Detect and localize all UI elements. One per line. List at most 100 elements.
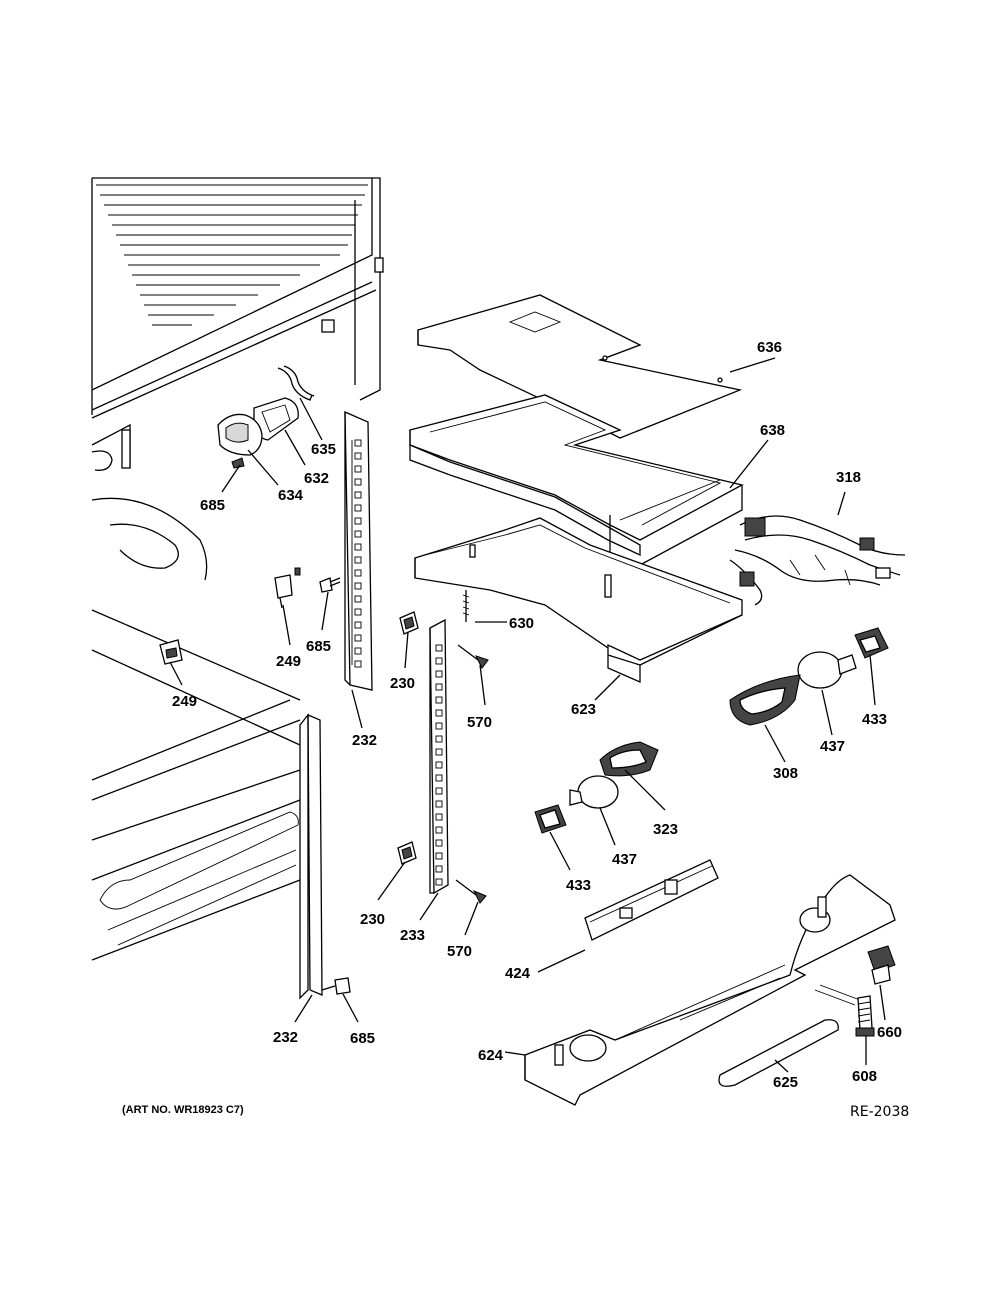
callout-308: 308 xyxy=(773,765,798,782)
callout-623: 623 xyxy=(571,701,596,718)
callout-685-b: 685 xyxy=(306,638,331,655)
part-437-bulb-lower xyxy=(569,775,619,809)
part-232-rail-lower xyxy=(299,713,323,1000)
callout-570-a: 570 xyxy=(467,714,492,731)
callout-608: 608 xyxy=(852,1068,877,1085)
part-623-tray xyxy=(414,517,743,683)
rail-slot xyxy=(354,491,362,499)
rail-slot xyxy=(435,644,443,652)
callout-318: 318 xyxy=(836,469,861,486)
rail-slot xyxy=(354,608,362,616)
part-230-clip-lower xyxy=(397,841,417,865)
part-323-lamp-shield xyxy=(599,741,659,777)
callout-685-c: 685 xyxy=(350,1030,375,1047)
callout-433-a: 433 xyxy=(862,711,887,728)
callout-660: 660 xyxy=(877,1024,902,1041)
callout-636: 636 xyxy=(757,339,782,356)
rail-slot xyxy=(354,556,362,564)
part-249-clip-a xyxy=(274,567,301,609)
callout-labels: 636 638 318 635 632 634 685 685 249 249 … xyxy=(172,339,902,1091)
rail-slot xyxy=(435,774,443,782)
part-630-screw xyxy=(462,590,470,622)
part-308-lamp-cover xyxy=(729,674,801,726)
callout-249-b: 249 xyxy=(172,693,197,710)
callout-232-a: 232 xyxy=(352,732,377,749)
rail-slot xyxy=(354,543,362,551)
callout-630: 630 xyxy=(509,615,534,632)
callout-232-b: 232 xyxy=(273,1029,298,1046)
rail-slot xyxy=(435,878,443,886)
callout-230-b: 230 xyxy=(360,911,385,928)
callout-685-a: 685 xyxy=(200,497,225,514)
part-570-screw-upper xyxy=(457,644,489,669)
callout-635: 635 xyxy=(311,441,336,458)
rail-slot xyxy=(354,569,362,577)
rail-slot xyxy=(354,621,362,629)
part-638-insulation xyxy=(409,394,744,566)
rail-slot xyxy=(435,722,443,730)
rail-slot xyxy=(354,478,362,486)
rail-slot xyxy=(435,800,443,808)
callout-634: 634 xyxy=(278,487,304,504)
rail-slot xyxy=(354,647,362,655)
rail-slot xyxy=(354,452,362,460)
rail-slot xyxy=(354,530,362,538)
rail-slot xyxy=(435,865,443,873)
part-437-bulb-upper xyxy=(797,651,857,689)
callout-638: 638 xyxy=(760,422,785,439)
rail-slot xyxy=(435,787,443,795)
rail-slot xyxy=(354,634,362,642)
rail-slot xyxy=(435,852,443,860)
rail-slot xyxy=(435,813,443,821)
rail-slot xyxy=(354,595,362,603)
callout-323: 323 xyxy=(653,821,678,838)
part-625-lens xyxy=(718,984,861,1087)
rail-slot xyxy=(435,748,443,756)
callout-624: 624 xyxy=(478,1047,504,1064)
part-230-clip-upper xyxy=(399,611,419,635)
rail-slot xyxy=(354,582,362,590)
rail-slot xyxy=(354,517,362,525)
rail-slot xyxy=(354,660,362,668)
part-624-housing xyxy=(524,874,896,1106)
callout-437-a: 437 xyxy=(820,738,845,755)
rail-slot xyxy=(435,657,443,665)
leader-lines xyxy=(169,357,886,1073)
cabinet-illustration xyxy=(91,177,384,961)
part-636-plate xyxy=(417,294,743,439)
callout-230-a: 230 xyxy=(390,675,415,692)
callout-424: 424 xyxy=(505,965,531,982)
rail-slot xyxy=(435,683,443,691)
part-424-board xyxy=(584,859,719,941)
part-685-screw-top xyxy=(231,457,245,469)
rail-slot xyxy=(435,735,443,743)
rail-slot xyxy=(435,761,443,769)
rail-slot xyxy=(354,504,362,512)
rail-slot xyxy=(435,709,443,717)
part-318-harness xyxy=(729,515,906,606)
rail-slot xyxy=(435,670,443,678)
callout-625: 625 xyxy=(773,1074,798,1091)
rail-slot xyxy=(435,826,443,834)
part-433-socket-lower xyxy=(534,804,567,834)
part-570-screw-lower xyxy=(455,879,487,904)
reference-code: RE-2038 xyxy=(850,1104,909,1120)
part-685-screw-bottom xyxy=(321,977,351,995)
callout-437-b: 437 xyxy=(612,851,637,868)
part-608-bolt xyxy=(855,995,875,1037)
callout-570-b: 570 xyxy=(447,943,472,960)
rail-slot xyxy=(354,439,362,447)
art-number: (ART NO. WR18923 C7) xyxy=(122,1104,244,1116)
part-433-socket-upper xyxy=(854,627,889,659)
callout-233: 233 xyxy=(400,927,425,944)
part-635-tube xyxy=(277,365,315,401)
part-660-switch xyxy=(867,945,896,985)
part-233-rail xyxy=(429,618,449,895)
rail-slot xyxy=(354,465,362,473)
part-634-cover xyxy=(217,413,263,456)
callout-249-a: 249 xyxy=(276,653,301,670)
rail-slot xyxy=(435,839,443,847)
part-249-clip-b xyxy=(159,639,183,665)
part-232-rail-upper xyxy=(344,411,373,691)
